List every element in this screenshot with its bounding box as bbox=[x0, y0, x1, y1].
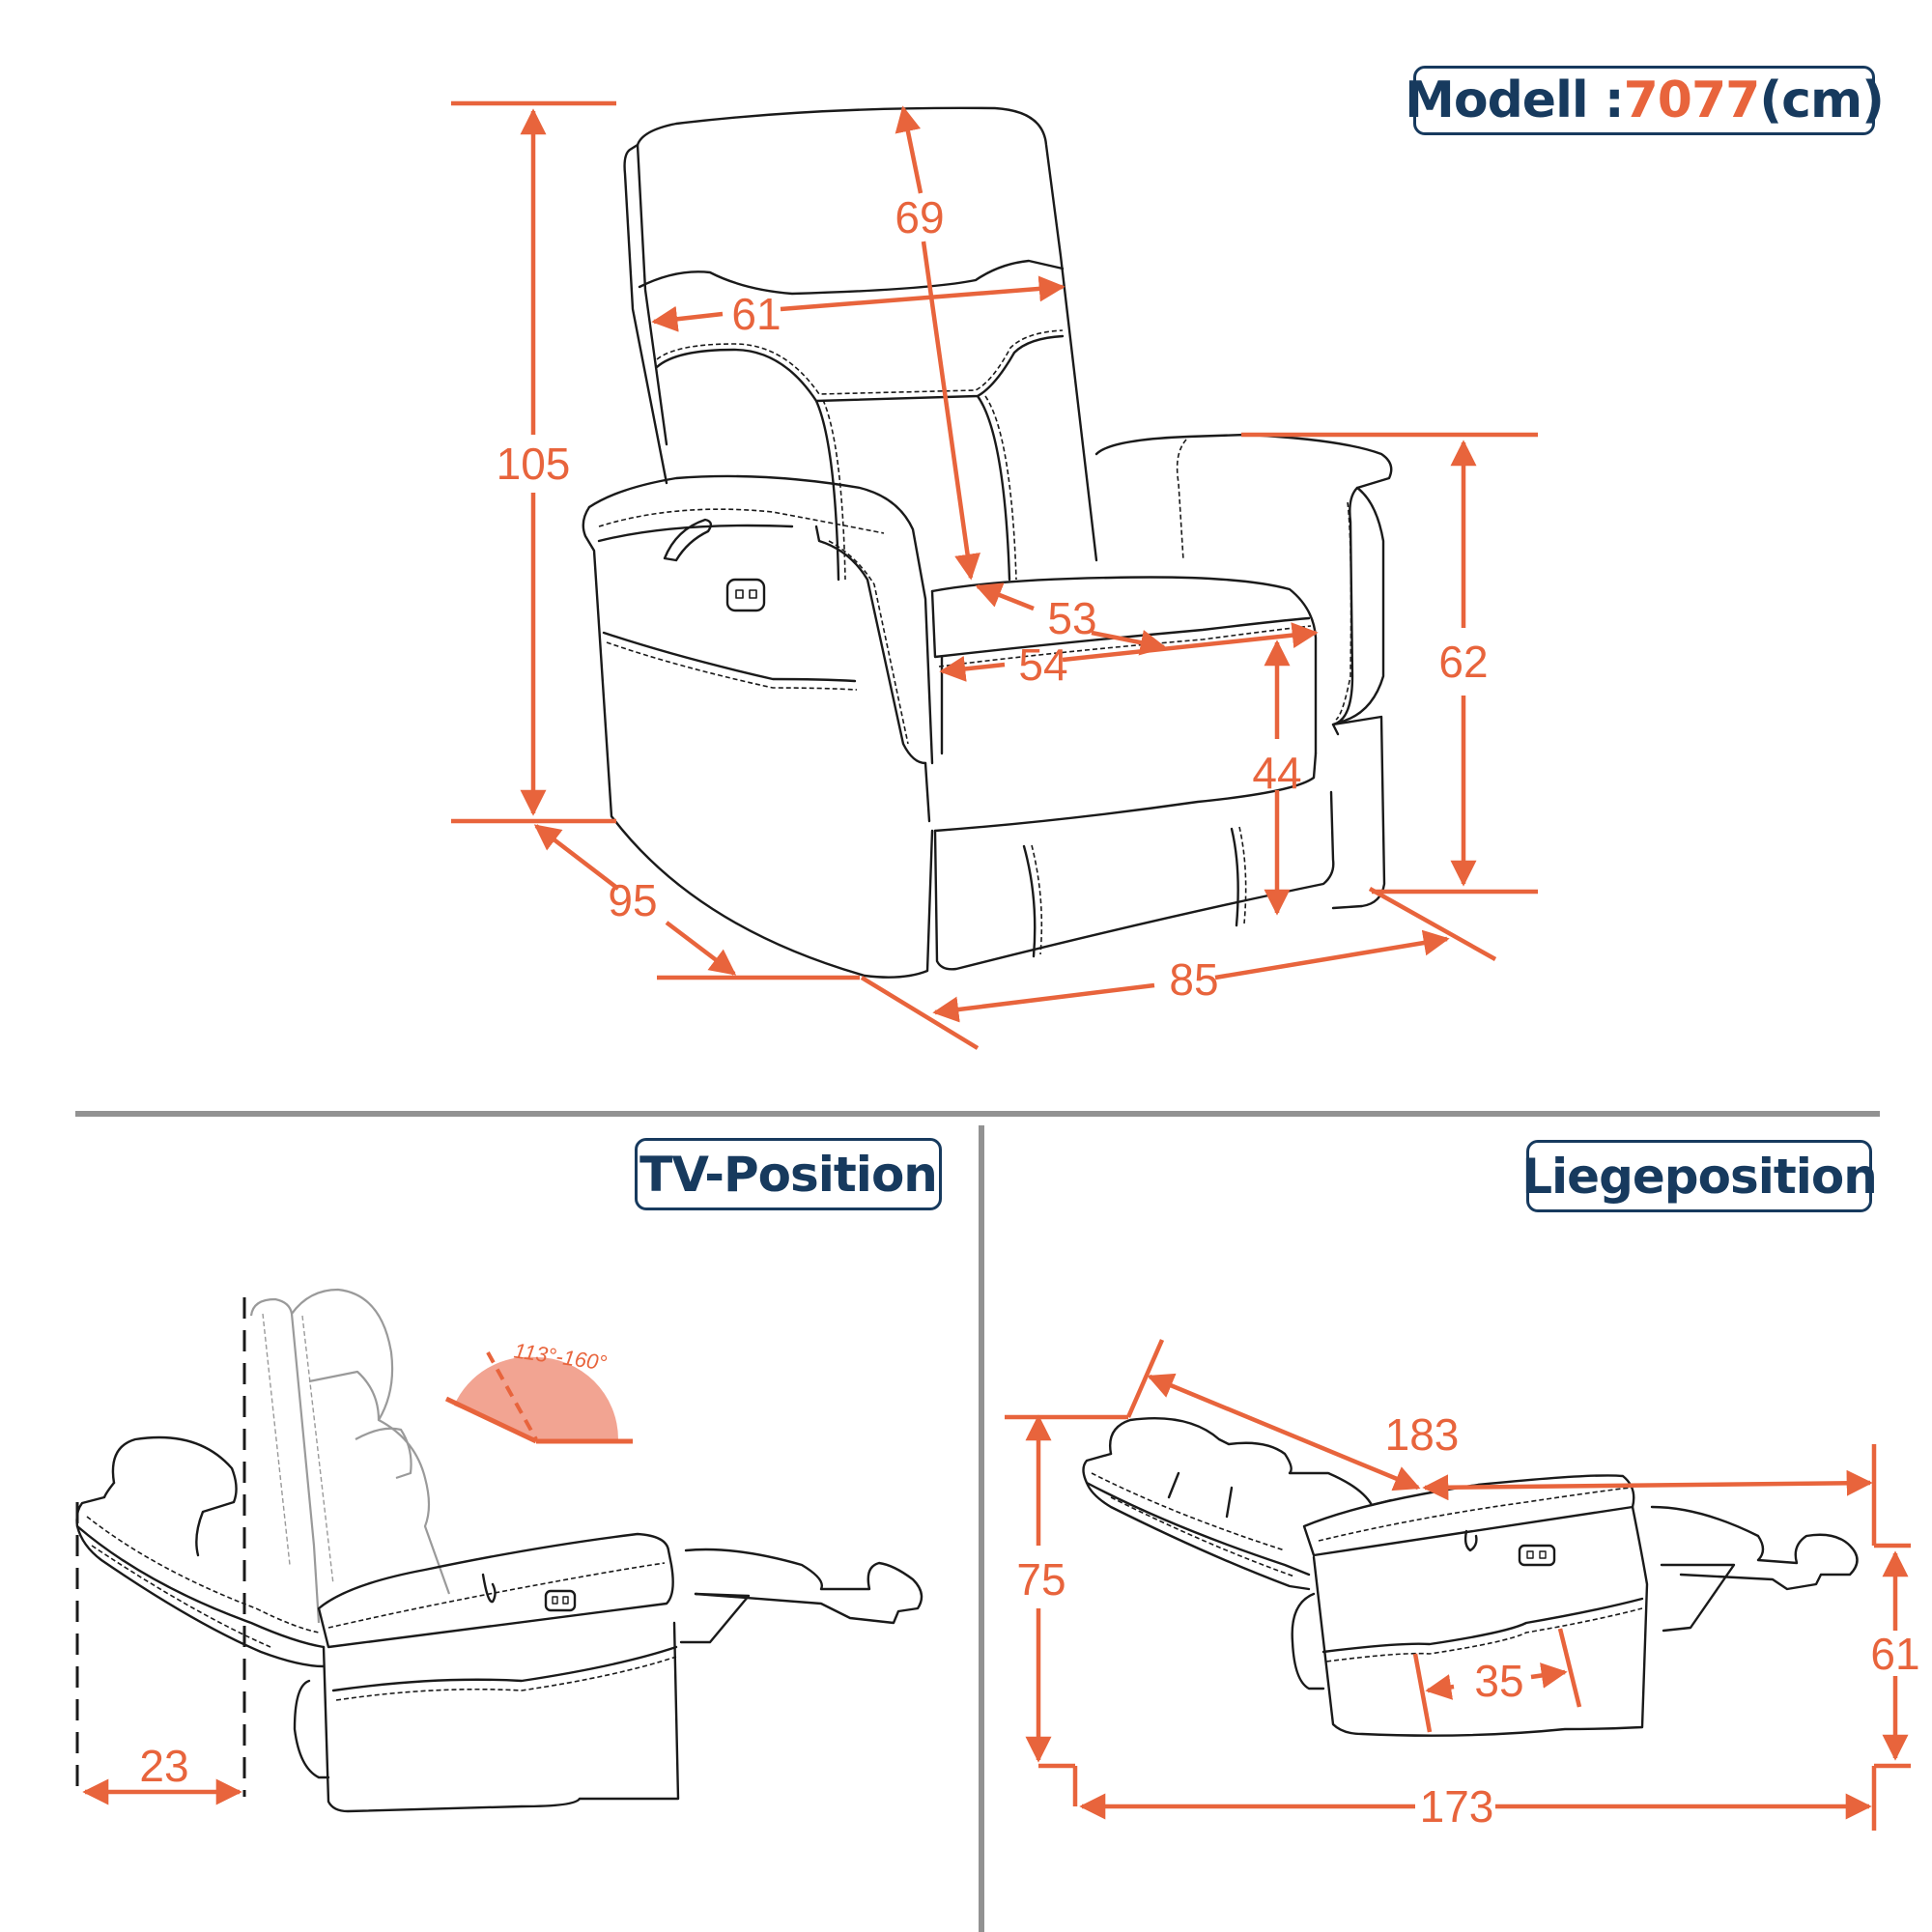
dim-seat-depth: 53 bbox=[1047, 593, 1097, 643]
dim-total-length-diagonal: 183 bbox=[1384, 1409, 1460, 1460]
dim-backrest-height: 69 bbox=[895, 192, 945, 242]
model-title-badge: Modell : 7077(cm) bbox=[1405, 66, 1885, 135]
dim-height-back: 75 bbox=[1016, 1554, 1066, 1605]
unit-label: (cm) bbox=[1759, 71, 1885, 129]
dim-seat-width: 54 bbox=[1018, 639, 1068, 690]
lie-dimension-lines bbox=[1005, 1339, 1911, 1831]
lie-position-label: Liegeposition bbox=[1521, 1148, 1878, 1205]
model-prefix: Modell : bbox=[1405, 71, 1625, 129]
dim-wall-clearance: 23 bbox=[139, 1741, 189, 1791]
dim-seat-height: 44 bbox=[1252, 748, 1302, 798]
main-dimension-lines bbox=[451, 100, 1538, 1050]
recline-angle-wedge bbox=[454, 1356, 618, 1439]
dim-backrest-width: 61 bbox=[731, 289, 781, 339]
tv-position-title: TV-Position bbox=[635, 1138, 942, 1210]
model-number: 7077 bbox=[1623, 71, 1761, 129]
main-chair-drawing bbox=[582, 106, 1393, 979]
dim-depth: 95 bbox=[608, 875, 658, 925]
dim-seat-front-width: 35 bbox=[1474, 1656, 1524, 1706]
lie-position-title: Liegeposition bbox=[1521, 1140, 1878, 1212]
tv-position-label: TV-Position bbox=[639, 1146, 938, 1203]
tv-position-drawing bbox=[75, 1288, 923, 1813]
vertical-divider bbox=[979, 1125, 984, 1932]
dim-arm-height: 62 bbox=[1438, 637, 1489, 687]
dim-total-height: 105 bbox=[496, 439, 571, 489]
lie-position-drawing bbox=[1082, 1417, 1859, 1737]
dim-width: 85 bbox=[1169, 954, 1219, 1005]
horizontal-divider bbox=[75, 1111, 1880, 1117]
tv-dimension-lines bbox=[75, 1297, 633, 1805]
dim-footrest-height: 61 bbox=[1870, 1629, 1920, 1679]
dim-total-length: 173 bbox=[1419, 1781, 1494, 1832]
